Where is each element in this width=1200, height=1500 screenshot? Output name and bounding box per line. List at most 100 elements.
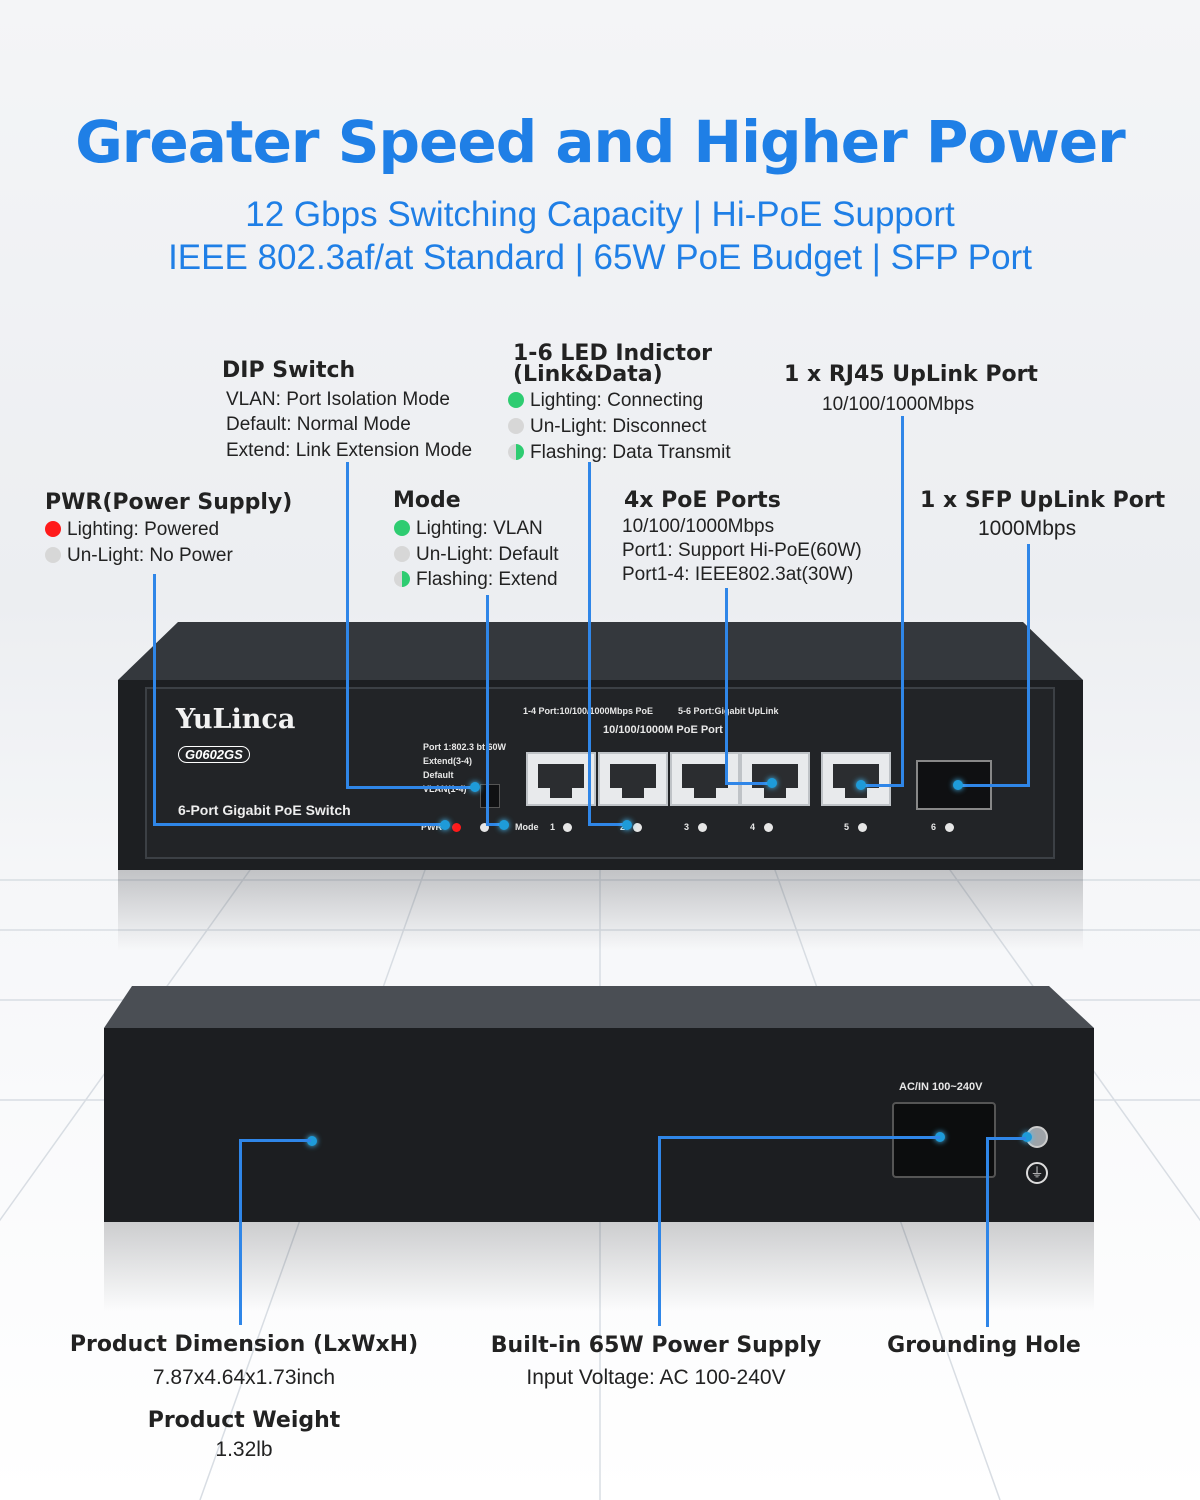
brand-logo: YuLinca xyxy=(176,704,296,735)
poe-port-3[interactable] xyxy=(670,752,740,806)
dip-label-default: Default xyxy=(423,770,454,780)
half-green-dot-icon xyxy=(508,444,524,460)
callout-line-poe-h xyxy=(725,782,771,785)
subline-2: IEEE 802.3af/at Standard | 65W PoE Budge… xyxy=(168,238,1032,277)
rj45-uplink-title: 1 x RJ45 UpLink Port xyxy=(784,362,1038,387)
callout-line-power-h xyxy=(658,1136,940,1139)
switch-front-body xyxy=(118,622,1083,870)
ground-symbol-icon: ⏚ xyxy=(1026,1162,1048,1184)
callout-line-led xyxy=(588,462,591,826)
green-dot-icon xyxy=(508,392,524,408)
callout-dot-pwr xyxy=(440,820,450,830)
port-led-6 xyxy=(945,823,954,832)
poe-line-hipoe: Port1: Support Hi-PoE(60W) xyxy=(622,540,862,561)
rj45-uplink-speed: 10/100/1000Mbps xyxy=(822,394,975,415)
callout-line-power xyxy=(658,1136,661,1326)
port-led-5 xyxy=(858,823,867,832)
led-line-connecting: Lighting: Connecting xyxy=(508,388,703,414)
callout-line-sfp xyxy=(1027,544,1030,786)
switch-front: YuLinca G0602GS 6-Port Gigabit PoE Switc… xyxy=(118,622,1083,870)
dip-line-vlan: VLAN: Port Isolation Mode xyxy=(226,389,450,410)
power-supply-title: Built-in 65W Power Supply xyxy=(490,1333,822,1358)
weight-title: Product Weight xyxy=(147,1408,341,1433)
callout-line-dip xyxy=(346,462,349,788)
pwr-line-nopower: Un-Light: No Power xyxy=(45,543,233,569)
dimension-value: 7.87x4.64x1.73inch xyxy=(152,1366,336,1389)
callout-line-pwr xyxy=(153,574,156,826)
grey-dot-icon xyxy=(45,547,61,563)
callout-line-rj45 xyxy=(901,416,904,786)
mode-line-vlan: Lighting: VLAN xyxy=(394,516,543,542)
power-supply-value: Input Voltage: AC 100-240V xyxy=(526,1366,786,1389)
callout-line-led-h xyxy=(588,823,626,826)
port-number-6: 6 xyxy=(931,822,937,832)
led-line-flashing: Flashing: Data Transmit xyxy=(508,440,731,466)
callout-line-sfp-h xyxy=(957,784,1030,787)
subline-1: 12 Gbps Switching Capacity | Hi-PoE Supp… xyxy=(245,195,955,234)
callout-dot-mode xyxy=(499,820,509,830)
callout-line-rj45-h xyxy=(860,784,904,787)
pwr-title: PWR(Power Supply) xyxy=(45,490,293,515)
port-number-3: 3 xyxy=(684,822,690,832)
switch-rear: AC/IN 100~240V ⏚ xyxy=(104,986,1094,1222)
callout-line-poe xyxy=(725,588,728,784)
mode-label: Mode xyxy=(515,822,539,832)
pwr-led xyxy=(452,823,461,832)
dimension-title: Product Dimension (LxWxH) xyxy=(69,1332,419,1357)
green-dot-icon xyxy=(394,520,410,536)
half-green-dot-icon xyxy=(394,571,410,587)
dip-switch-title: DIP Switch xyxy=(222,358,356,383)
dip-label-extend: Extend(3-4) xyxy=(423,756,473,766)
callout-dot-power xyxy=(935,1132,945,1142)
mode-title: Mode xyxy=(393,488,461,513)
callout-dot-rj45 xyxy=(856,780,866,790)
port-number-5: 5 xyxy=(844,822,850,832)
switch-reflection xyxy=(118,870,1083,950)
callout-dot-poe xyxy=(767,778,777,788)
headline: Greater Speed and Higher Power xyxy=(75,108,1126,176)
sfp-uplink-speed: 1000Mbps xyxy=(978,517,1077,540)
port-led-4 xyxy=(764,823,773,832)
grey-dot-icon xyxy=(508,418,524,434)
callout-dot-sfp xyxy=(953,780,963,790)
callout-line-pwr-h xyxy=(153,823,445,826)
pwr-label: PWR xyxy=(421,822,442,832)
callout-line-mode-h xyxy=(486,823,506,826)
ac-in-label: AC/IN 100~240V xyxy=(899,1081,983,1093)
sfp-uplink-title: 1 x SFP UpLink Port xyxy=(920,488,1166,513)
grounding-title: Grounding Hole xyxy=(887,1333,1081,1358)
port-led-3 xyxy=(698,823,707,832)
rear-reflection xyxy=(104,1222,1094,1312)
red-dot-icon xyxy=(45,521,61,537)
callout-line-ground-h xyxy=(986,1137,1026,1140)
dip-switch[interactable] xyxy=(480,784,500,808)
device-description: 6-Port Gigabit PoE Switch xyxy=(178,802,351,818)
port-number-4: 4 xyxy=(750,822,756,832)
uplink-port-5[interactable] xyxy=(821,752,891,806)
callout-dot-led xyxy=(622,820,632,830)
weight-value: 1.32lb xyxy=(215,1438,273,1461)
callout-dot-ground xyxy=(1022,1132,1032,1142)
port-led-2 xyxy=(633,823,642,832)
poe-port-1[interactable] xyxy=(526,752,596,806)
port-led-1 xyxy=(563,823,572,832)
port-number-1: 1 xyxy=(550,822,556,832)
mode-line-extend: Flashing: Extend xyxy=(394,567,558,593)
led-indicator-subtitle: (Link&Data) xyxy=(513,362,663,387)
poe-port-label: 10/100/1000M PoE Port xyxy=(603,724,723,736)
callout-line-dimension-h xyxy=(239,1139,311,1142)
model-badge: G0602GS xyxy=(178,746,250,763)
poe-port-2[interactable] xyxy=(598,752,668,806)
led-indicator-title: 1-6 LED Indictor xyxy=(513,341,713,366)
led-line-disconnect: Un-Light: Disconnect xyxy=(508,414,706,440)
poe-line-at: Port1-4: IEEE802.3at(30W) xyxy=(622,564,854,585)
pwr-line-powered: Lighting: Powered xyxy=(45,517,219,543)
dip-line-default: Default: Normal Mode xyxy=(226,414,411,435)
callout-dot-dimension xyxy=(307,1136,317,1146)
poe-ports-title: 4x PoE Ports xyxy=(624,488,781,513)
poe-line-speed: 10/100/1000Mbps xyxy=(622,516,775,537)
dip-label-port: Port 1:802.3 bt 60W xyxy=(423,742,507,752)
callout-dot-dip xyxy=(470,782,480,792)
dip-led xyxy=(480,823,489,832)
callout-line-dimension xyxy=(239,1139,242,1325)
